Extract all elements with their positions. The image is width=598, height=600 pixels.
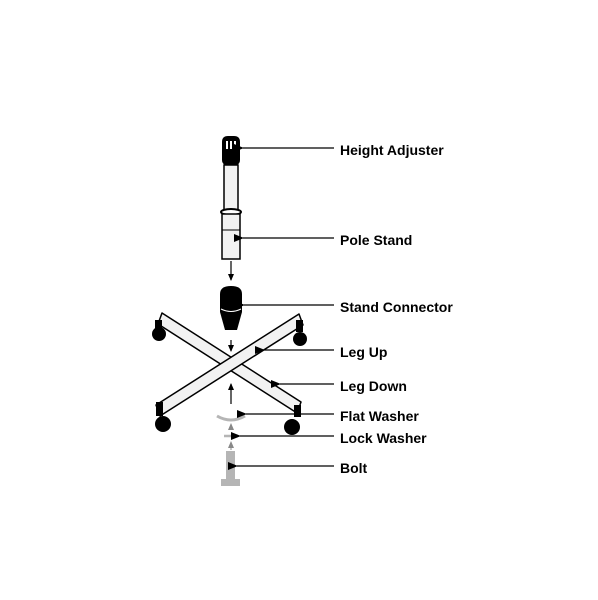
label-bolt: Bolt	[340, 460, 368, 476]
bolt-part	[221, 451, 240, 486]
pole-stand-part	[221, 213, 241, 260]
label-stand-connector: Stand Connector	[340, 299, 453, 315]
caster-wheel	[152, 327, 166, 341]
stand-connector-part	[220, 286, 242, 330]
leader-arrows	[228, 144, 334, 470]
label-pole-stand: Pole Stand	[340, 232, 413, 248]
inner-pole	[223, 164, 239, 213]
label-lock-washer: Lock Washer	[340, 430, 427, 446]
flat-washer-part	[216, 414, 246, 422]
label-leg-up: Leg Up	[340, 344, 388, 360]
caster-wheel	[284, 419, 300, 435]
height-adjuster-part	[222, 136, 240, 166]
caster-wheel	[293, 332, 307, 346]
base-legs	[152, 312, 307, 435]
caster-wheel	[155, 416, 171, 432]
label-height-adjuster: Height Adjuster	[340, 142, 444, 158]
label-leg-down: Leg Down	[340, 378, 407, 394]
label-flat-washer: Flat Washer	[340, 408, 419, 424]
